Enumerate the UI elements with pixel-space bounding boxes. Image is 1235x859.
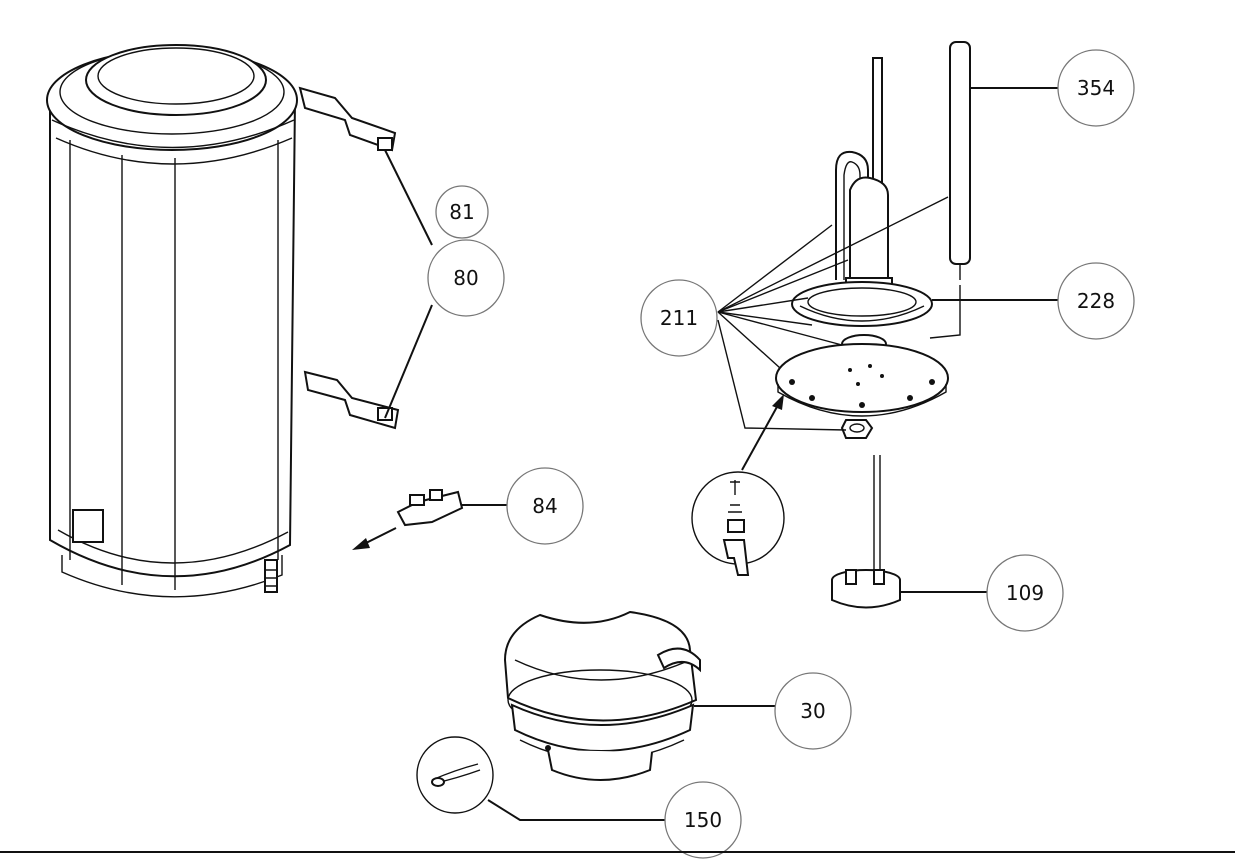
flange-plate [775,343,949,417]
direction-arrow [352,527,397,550]
nut [840,419,874,439]
terminal-detail [691,471,785,576]
callout-81: 81 [435,185,489,239]
callout-228-label: 228 [1077,289,1115,313]
callout-109: 109 [986,554,1064,632]
upper-bracket [298,86,397,152]
thermostat [831,455,901,609]
callout-109-label: 109 [1006,581,1044,605]
detail-arrow [741,394,784,471]
callout-80-label: 80 [453,266,478,290]
callout-211-label: 211 [660,306,698,330]
callout-228: 228 [1057,262,1135,340]
callout-354-label: 354 [1077,76,1115,100]
water-heater-tank [46,44,298,598]
lower-bracket [303,370,400,430]
callout-84: 84 [506,467,584,545]
heating-element [835,57,893,291]
callout-211-leaders [717,196,949,431]
callout-30-label: 30 [800,699,825,723]
gasket-ring [791,281,933,327]
callout-211: 211 [640,279,718,357]
callout-80: 80 [427,239,505,317]
anode-rod [929,41,971,339]
thermostat-clip [396,489,464,527]
callout-150: 150 [664,781,742,859]
callout-84-label: 84 [532,494,557,518]
callout-81-label: 81 [449,200,474,224]
callout-150-label: 150 [684,808,722,832]
sensor-cable-detail [416,736,494,814]
callout-354: 354 [1057,49,1135,127]
bottom-cover [503,610,701,781]
callout-30: 30 [774,672,852,750]
